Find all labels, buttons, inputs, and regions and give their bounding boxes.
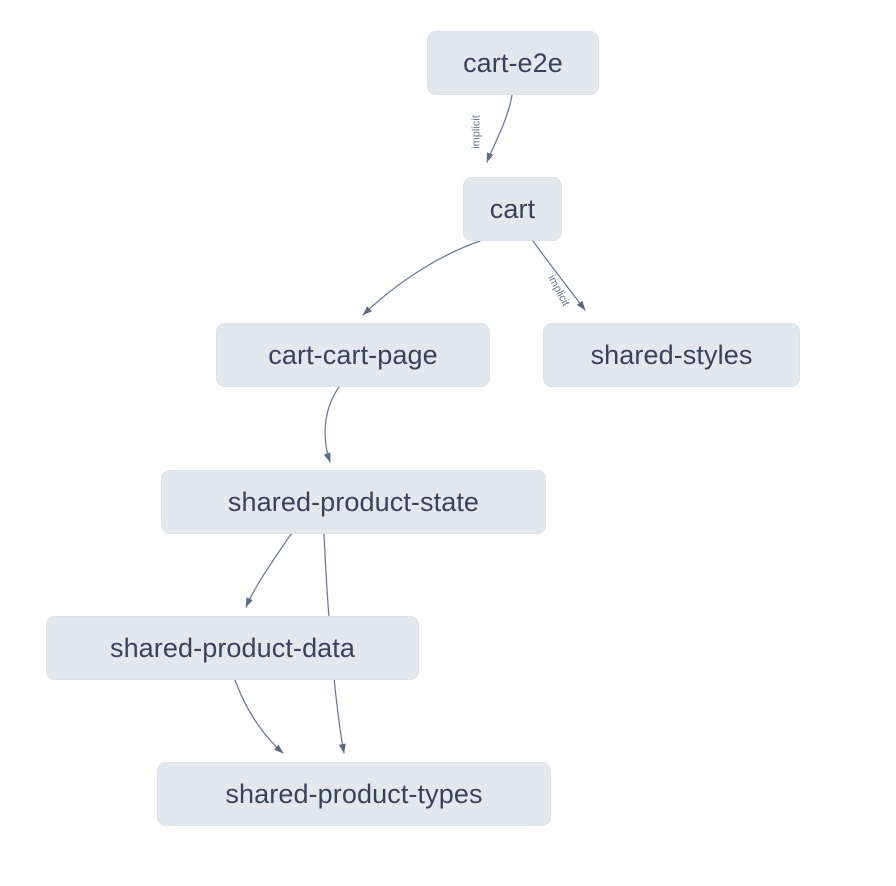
- graph-node-label: shared-product-data: [109, 632, 356, 663]
- edge-cart-e2e-to-cart: [486, 94, 513, 163]
- graph-node-shared-product-data[interactable]: shared-product-data: [46, 616, 419, 680]
- graph-node-cart[interactable]: cart: [463, 177, 562, 241]
- edge-cart-to-cart-cart-page: [362, 240, 481, 316]
- graph-node-cart-cart-page[interactable]: cart-cart-page: [216, 323, 490, 387]
- edge-cart-cart-page-to-shared-product-state: [323, 386, 340, 463]
- graph-node-shared-product-state[interactable]: shared-product-state: [161, 470, 546, 534]
- graph-node-label: cart-e2e: [463, 47, 563, 78]
- graph-node-label: cart-cart-page: [268, 339, 438, 370]
- graph-node-label: shared-product-state: [227, 486, 480, 517]
- graph-node-label: cart: [489, 193, 536, 224]
- edge-shared-product-data-to-shared-product-types: [234, 679, 284, 754]
- graph-node-label: shared-styles: [590, 339, 753, 370]
- graph-node-label: shared-product-types: [225, 778, 483, 809]
- graph-node-cart-e2e[interactable]: cart-e2e: [427, 31, 599, 95]
- graph-node-shared-styles[interactable]: shared-styles: [543, 323, 800, 387]
- edge-label-cart-e2e-to-cart: implicit: [470, 115, 483, 149]
- graph-node-shared-product-types[interactable]: shared-product-types: [157, 762, 551, 826]
- edge-shared-product-state-to-shared-product-data: [245, 533, 292, 608]
- edge-label-cart-to-shared-styles: implicit: [545, 273, 572, 309]
